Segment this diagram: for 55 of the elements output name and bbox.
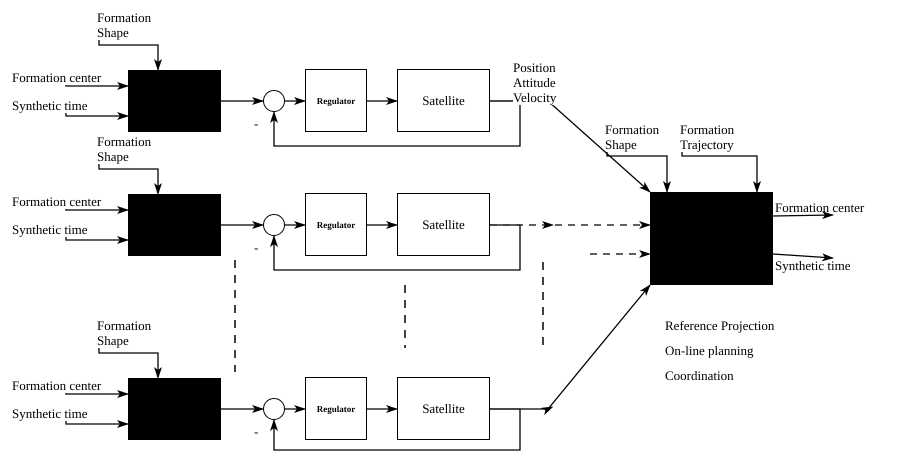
arrow [65,420,129,428]
arrow [270,408,521,451]
summing-junction [263,90,285,112]
process-block: Satellite [397,69,490,132]
arrow [65,390,129,398]
arrow [772,211,834,220]
signal-label: Synthetic time [12,406,88,421]
processing-block [128,194,221,256]
arrow [98,164,162,195]
arrow [367,221,398,229]
arrow [221,97,264,105]
signal-label: Formation center [12,378,102,393]
signal-label: Formation center [775,200,864,215]
arrow [65,206,129,214]
process-block: Satellite [397,193,490,256]
arrow [772,253,834,262]
arrow [65,82,129,90]
process-block: Satellite [397,377,490,440]
summing-junction [263,398,285,420]
arrow [221,405,264,413]
arrow [606,152,671,193]
arrow [490,221,650,229]
arrow [367,405,398,413]
processing-block [128,378,221,440]
arrow [65,112,129,120]
arrow [590,250,651,258]
block-note: On-line planning [665,343,754,358]
signal-label: Formation Shape [97,10,161,40]
signal-label: Formation center [12,70,102,85]
arrow [98,348,162,379]
arrow [285,97,306,105]
summing-junction [263,214,285,236]
signal-label: Synthetic time [12,98,88,113]
process-block: Regulator [305,69,367,132]
signal-label: Formation Trajectory [680,122,746,152]
signal-label: Formation Shape [605,122,665,152]
signal-label: Formation Shape [97,134,161,164]
signal-label: Formation Shape [97,318,161,348]
arrow [98,40,162,71]
arrow [490,284,650,415]
signal-label: Formation center [12,194,102,209]
arrow [681,152,761,193]
arrow [221,221,264,229]
arrow [270,224,521,271]
arrow [367,97,398,105]
signal-label: Synthetic time [12,222,88,237]
arrow [285,405,306,413]
signal-label: Synthetic time [775,258,850,273]
process-block: Regulator [305,377,367,440]
process-block: Regulator [305,193,367,256]
arrow [65,236,129,244]
block-note: Coordination [665,368,734,383]
arrow [285,221,306,229]
processing-block [128,70,221,132]
block-note: Reference Projection [665,318,774,333]
